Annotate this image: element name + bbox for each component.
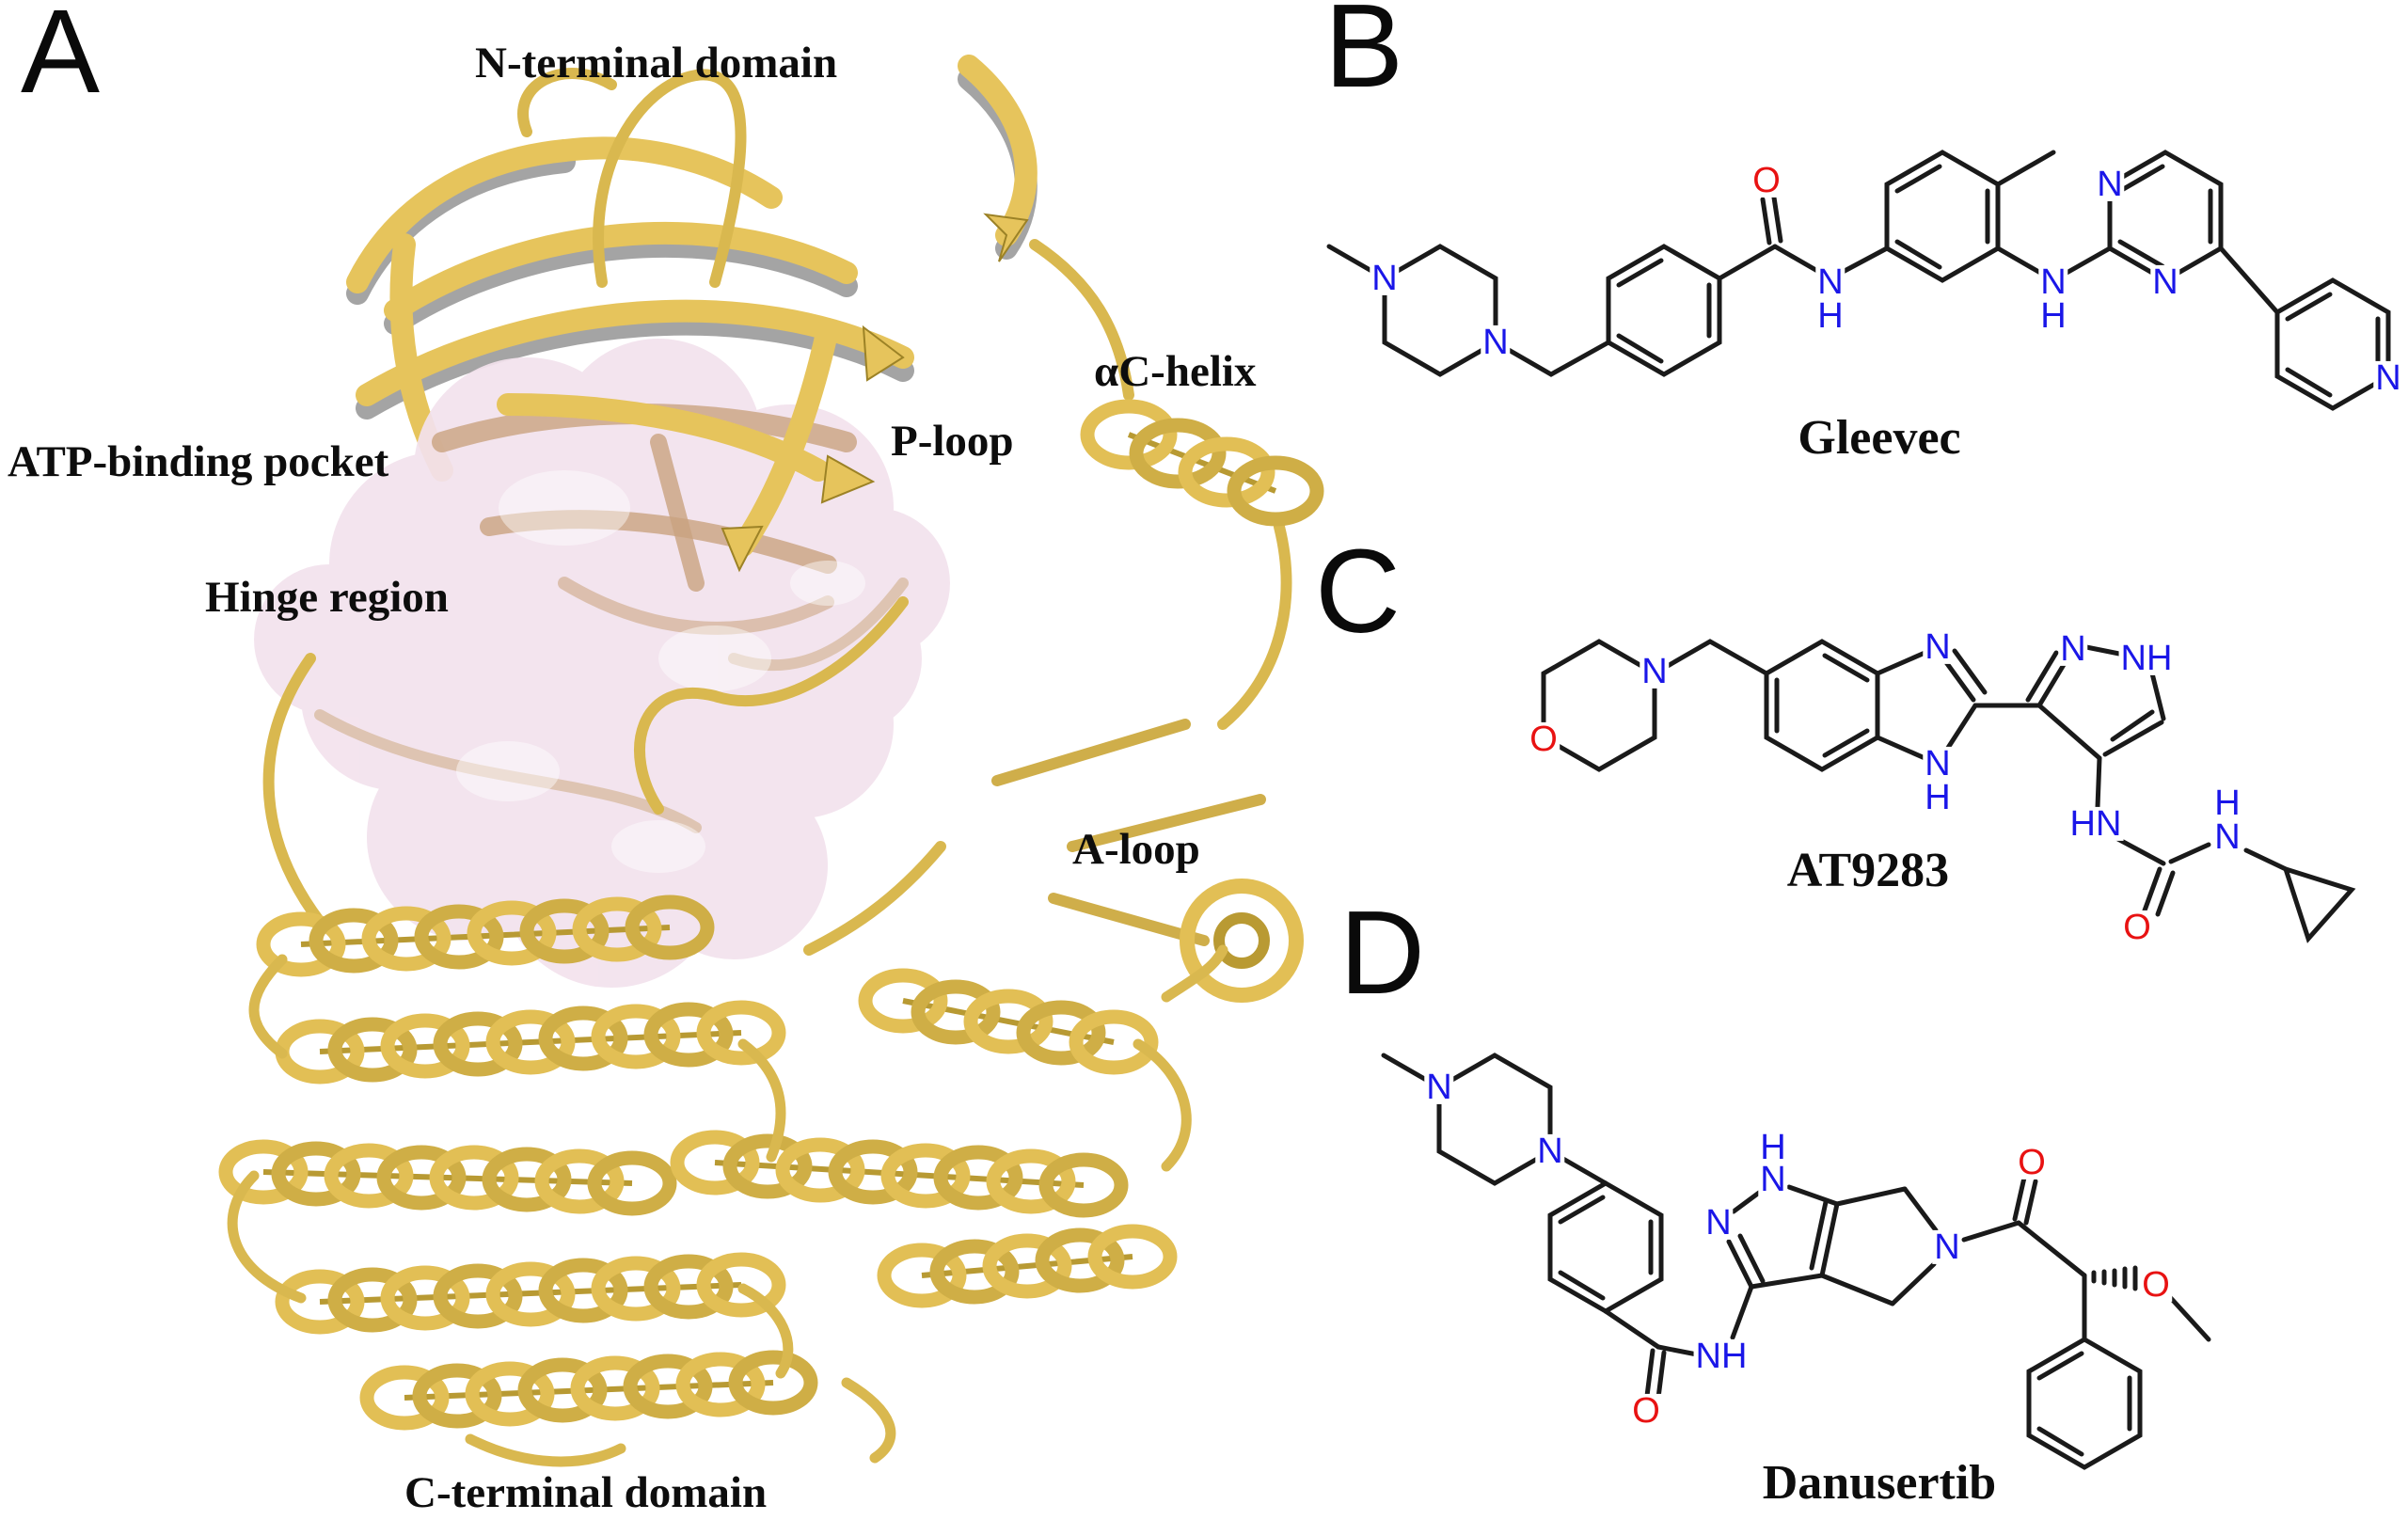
panel-letter-b: B: [1324, 0, 1404, 112]
label-hinge-region: Hinge region: [205, 573, 449, 622]
gleevec-bonds: [1326, 150, 2391, 411]
label-a-loop: A-loop: [1072, 825, 1200, 874]
panel-letter-a: A: [21, 0, 101, 118]
molecule-name-at9283: AT9283: [1786, 844, 1950, 897]
label-alpha-c-helix: αC-helix: [1094, 347, 1257, 396]
c-lobe-helices: [218, 895, 1178, 1431]
alpha-c-helix: [1080, 399, 1324, 527]
panel-letter-d: D: [1339, 886, 1425, 1019]
foreground-ribbons: [262, 68, 1292, 956]
a-loop-strands: [991, 719, 1266, 946]
helix-end-curl: [1180, 879, 1304, 1003]
danusertib-bonds: [1381, 1053, 2211, 1470]
protein-cartoon: [218, 55, 1324, 1467]
molecule-name-danusertib: Danusertib: [1762, 1456, 1997, 1510]
connecting-loops: [227, 944, 1228, 1467]
beta-sheet-ribbons: [346, 55, 1038, 482]
label-c-terminal-domain: C-terminal domain: [404, 1468, 768, 1517]
label-n-terminal-domain: N-terminal domain: [475, 39, 838, 87]
label-p-loop: P-loop: [891, 417, 1014, 466]
panel-letter-c: C: [1315, 525, 1401, 657]
label-atp-binding-pocket: ATP-binding pocket: [8, 437, 389, 486]
surface-highlights: [456, 470, 865, 873]
molecule-name-gleevec: Gleevec: [1798, 411, 1961, 465]
